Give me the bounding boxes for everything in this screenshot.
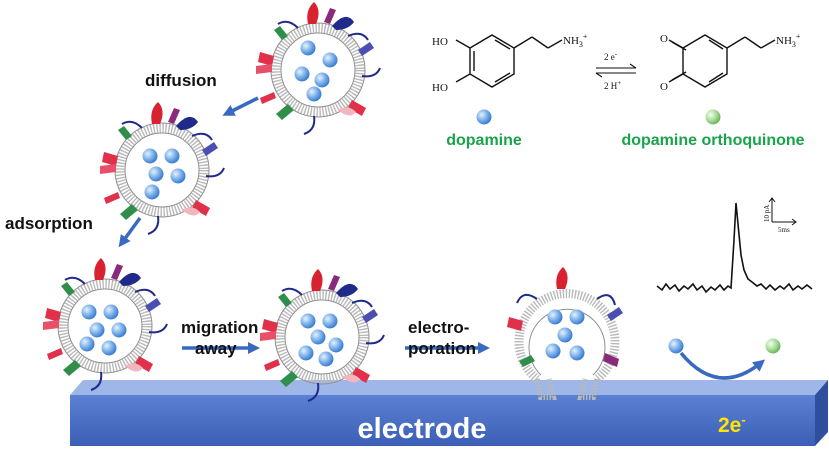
current-trace: [656, 202, 813, 294]
vesicle-adsorbing: [100, 102, 224, 234]
released-dopamine: [668, 338, 684, 354]
electrode: electrode 2e-: [70, 380, 828, 446]
adsorption-arrow: [118, 216, 142, 248]
dopamine-structure: [455, 34, 563, 88]
oxidized-orthoquinone: [765, 338, 781, 354]
scale-bar-horizontal-label: 5ms: [778, 226, 790, 234]
orthoquinone-amine: NH3+: [776, 32, 801, 49]
electroporation-label-line1: electro-: [408, 318, 469, 337]
migration-label-line2: away: [195, 339, 237, 358]
migration-label-line1: migration: [181, 318, 258, 337]
scale-bar-vertical-label: 10 pA: [763, 205, 771, 222]
dopamine-name: dopamine: [446, 132, 522, 149]
orthoquinone-structure: [668, 34, 776, 88]
electrode-label: electrode: [358, 413, 487, 445]
equilibrium-arrows: [595, 63, 637, 78]
scale-bar: [768, 197, 797, 226]
carbonyl-top: O: [660, 33, 668, 45]
dopamine-amine: NH3+: [563, 32, 588, 49]
diffusion-arrow: [222, 96, 259, 116]
reverse-condition: 2 H+: [604, 79, 621, 91]
vesicle-electroporated: [507, 267, 623, 400]
diffusion-label: diffusion: [145, 71, 217, 90]
electron-label: 2e-: [718, 412, 746, 437]
vesicle-diffusing: [256, 2, 380, 134]
adsorption-label: adsorption: [5, 214, 93, 233]
oxidation-arrow: [679, 351, 766, 380]
dopamine-ball: [476, 109, 492, 125]
orthoquinone-name: dopamine orthoquinone: [621, 132, 804, 149]
forward-condition: 2 e-: [604, 50, 618, 62]
hydroxyl-bottom: HO: [432, 82, 448, 94]
carbonyl-bottom: O: [660, 81, 668, 93]
orthoquinone-ball: [705, 109, 721, 125]
hydroxyl-top: HO: [432, 36, 448, 48]
vesicle-adsorbed: [43, 258, 167, 390]
electroporation-label-line2: poration: [408, 339, 476, 358]
